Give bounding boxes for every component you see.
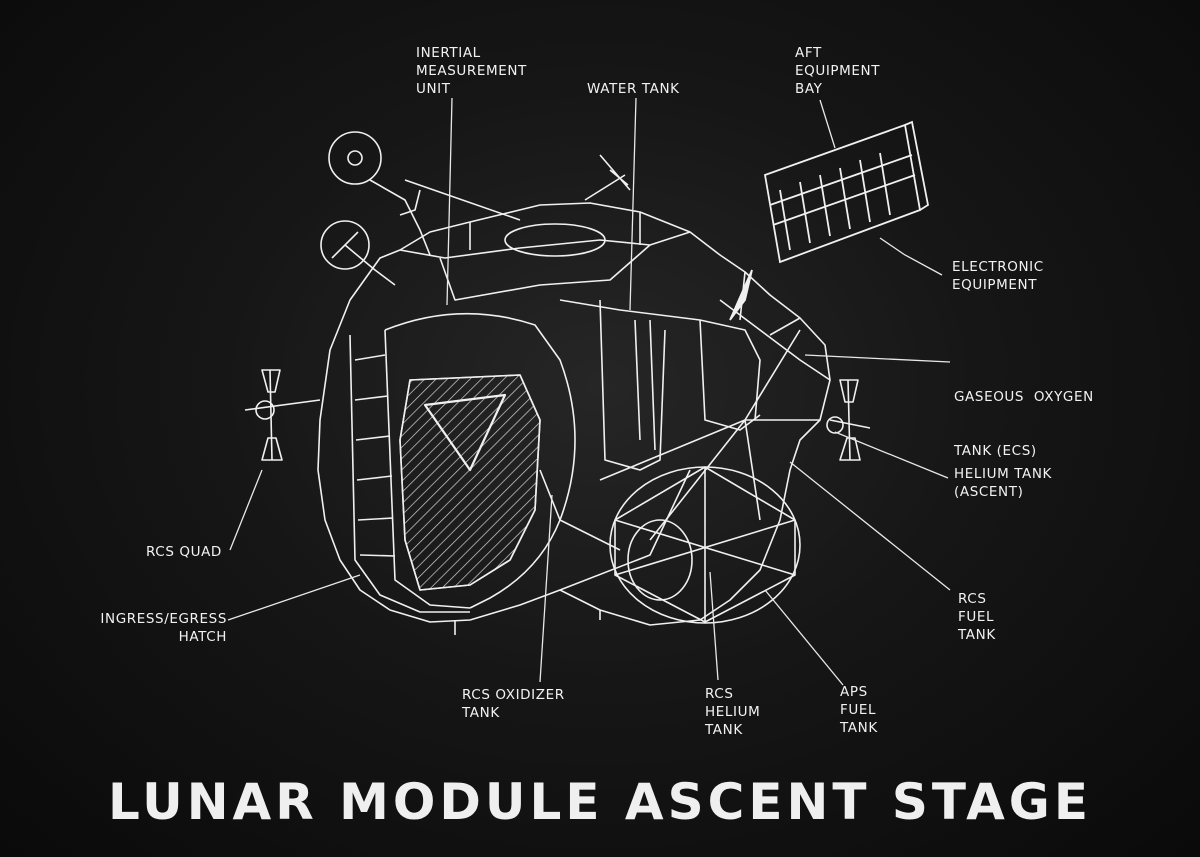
label-rcs-helium-tank: RCS HELIUM TANK — [705, 685, 760, 739]
label-line: HATCH — [178, 629, 227, 645]
label-line: RCS QUAD — [146, 544, 222, 560]
label-gaseous-oxygen-tank: GASEOUS OXYGEN TANK (ECS) — [954, 352, 1094, 496]
label-line: FUEL — [958, 609, 995, 625]
label-line: WATER TANK — [587, 81, 680, 97]
label-line: UNIT — [416, 81, 451, 97]
label-aft-equipment-bay: AFT EQUIPMENT BAY — [795, 44, 880, 98]
label-line: EQUIPMENT — [795, 63, 881, 79]
label-line: BAY — [795, 81, 823, 97]
poster-title: LUNAR MODULE ASCENT STAGE — [108, 773, 1092, 831]
label-rcs-oxidizer-tank: RCS OXIDIZER TANK — [462, 686, 565, 722]
label-line: TANK — [705, 722, 743, 738]
label-line: HELIUM TANK — [954, 466, 1052, 482]
label-line: TANK (ECS) — [954, 443, 1037, 459]
label-helium-tank-ascent: HELIUM TANK (ASCENT) — [954, 465, 1052, 501]
spacecraft-drawing — [244, 131, 871, 635]
label-ingress-egress-hatch: INGRESS/EGRESS HATCH — [90, 610, 227, 646]
label-line: FUEL — [840, 702, 877, 718]
label-line: INERTIAL — [416, 45, 481, 61]
label-line: ELECTRONIC — [952, 259, 1044, 275]
label-rcs-fuel-tank: RCS FUEL TANK — [958, 590, 996, 644]
label-line: MEASUREMENT — [416, 63, 527, 79]
label-inertial-measurement-unit: INERTIAL MEASUREMENT UNIT — [416, 44, 527, 98]
label-line: (ASCENT) — [954, 484, 1024, 500]
label-line: TANK — [462, 705, 500, 721]
label-line: INGRESS/EGRESS — [100, 611, 227, 627]
leader-lines — [227, 97, 951, 686]
label-line: RCS OXIDIZER — [462, 687, 565, 703]
label-aps-fuel-tank: APS FUEL TANK — [840, 683, 878, 737]
label-electronic-equipment: ELECTRONIC EQUIPMENT — [952, 258, 1044, 294]
label-line: RCS — [705, 686, 734, 702]
label-line: APS — [840, 684, 868, 700]
aft-equipment-rack — [729, 120, 930, 321]
label-line: HELIUM — [705, 704, 761, 720]
label-line: TANK — [840, 720, 878, 736]
label-rcs-quad: RCS QUAD — [146, 543, 222, 561]
label-line: GASEOUS OXYGEN — [954, 389, 1094, 405]
label-line: TANK — [958, 627, 996, 643]
label-water-tank: WATER TANK — [587, 80, 680, 98]
label-line: EQUIPMENT — [952, 277, 1038, 293]
label-line: AFT — [795, 45, 822, 61]
label-line: RCS — [958, 591, 987, 607]
